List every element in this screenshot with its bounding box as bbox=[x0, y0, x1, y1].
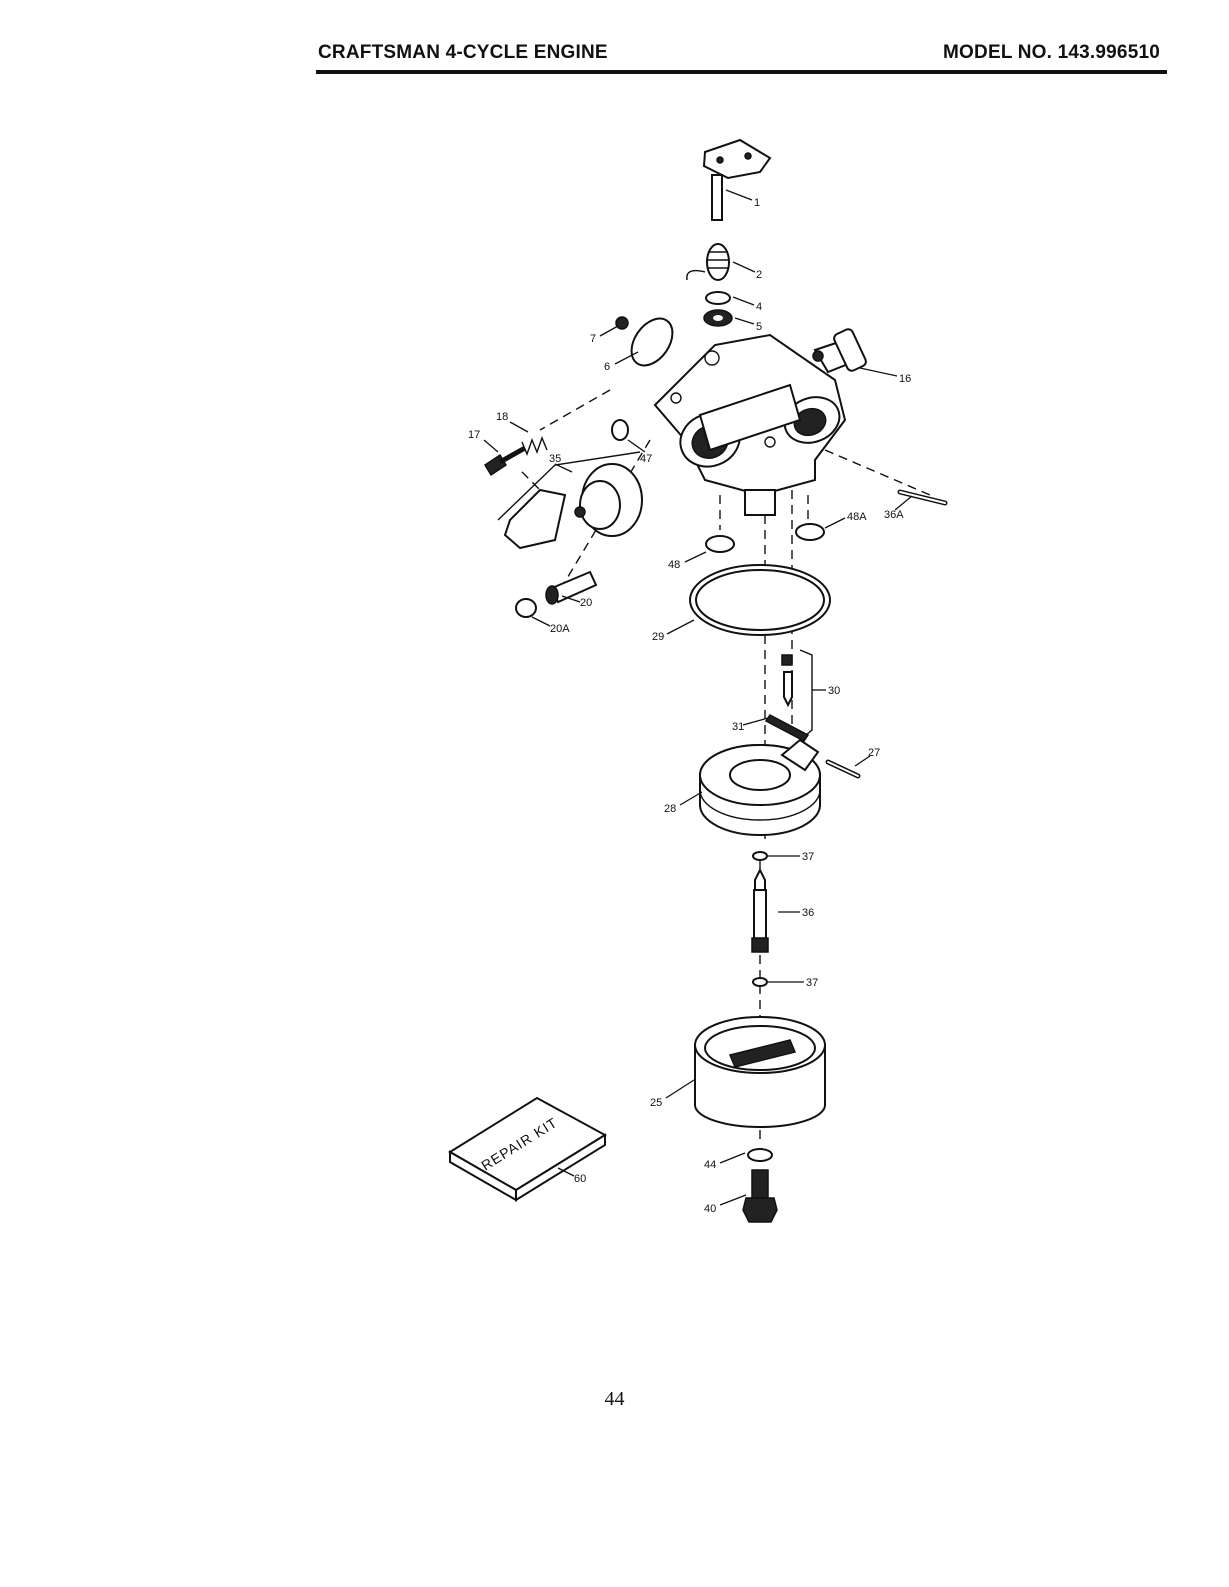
nozzle-parts bbox=[752, 852, 768, 986]
o-ring-part bbox=[612, 420, 628, 440]
part-label: 37 bbox=[802, 851, 814, 863]
inlet-needle-parts bbox=[766, 650, 812, 741]
part-label: 2 bbox=[756, 269, 762, 281]
part-label: 29 bbox=[652, 631, 664, 643]
float-bowl-part bbox=[695, 1017, 825, 1127]
part-label: 36A bbox=[884, 509, 904, 521]
part-label: 30 bbox=[828, 685, 840, 697]
part-label: 6 bbox=[604, 361, 610, 373]
primer-valve-parts bbox=[516, 572, 596, 617]
float-part bbox=[700, 740, 820, 835]
part-label: 48A bbox=[847, 511, 867, 523]
part-label: 60 bbox=[574, 1173, 586, 1185]
float-pin-part bbox=[828, 762, 858, 776]
pin-part bbox=[900, 492, 945, 503]
part-label: 20A bbox=[550, 623, 570, 635]
part-label: 40 bbox=[704, 1203, 716, 1215]
part-label: 35 bbox=[549, 453, 561, 465]
fuel-fitting-part bbox=[813, 328, 868, 373]
part-label: 20 bbox=[580, 597, 592, 609]
part-label: 44 bbox=[704, 1159, 716, 1171]
part-label: 47 bbox=[640, 453, 652, 465]
carburetor-body-part bbox=[655, 335, 846, 515]
part-label: 7 bbox=[590, 333, 596, 345]
part-label: 36 bbox=[802, 907, 814, 919]
idle-screw-spring-part bbox=[485, 438, 547, 475]
bowl-nut-parts bbox=[743, 1149, 777, 1222]
part-label: 28 bbox=[664, 803, 676, 815]
part-label: 37 bbox=[806, 977, 818, 989]
primer-assembly-part bbox=[498, 452, 642, 548]
throttle-plate-part bbox=[616, 311, 681, 373]
part-label: 25 bbox=[650, 1097, 662, 1109]
bowl-gasket-part bbox=[690, 565, 830, 635]
part-label: 18 bbox=[496, 411, 508, 423]
part-label: 31 bbox=[732, 721, 744, 733]
part-label: 27 bbox=[868, 747, 880, 759]
part-label: 17 bbox=[468, 429, 480, 441]
page-number: 44 bbox=[0, 1388, 1229, 1411]
throttle-spring-seals bbox=[687, 244, 732, 326]
part-label: 5 bbox=[756, 321, 762, 333]
part-label: 16 bbox=[899, 373, 911, 385]
part-label: 4 bbox=[756, 301, 762, 313]
part-label: 48 bbox=[668, 559, 680, 571]
part-label: 1 bbox=[754, 197, 760, 209]
